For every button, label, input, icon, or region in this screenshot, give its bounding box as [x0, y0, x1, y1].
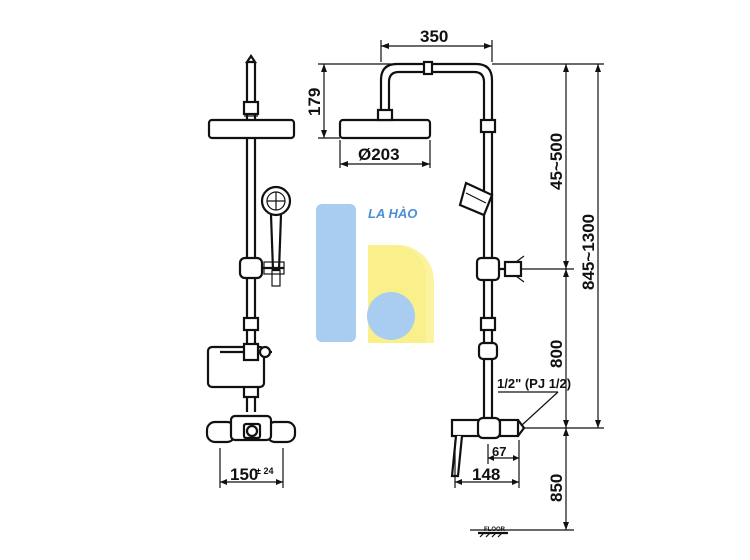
dim-845-1300: 845~1300 — [579, 214, 598, 290]
dim-148: 148 — [472, 465, 500, 484]
mixer-side — [205, 414, 297, 444]
mixer-front — [450, 416, 526, 478]
dim-350: 350 — [420, 27, 448, 46]
thread-spec: 1/2" (PJ 1/2) — [497, 376, 571, 391]
dim-800: 800 — [547, 340, 566, 368]
handshower-front — [458, 181, 494, 217]
front-view: 148 67 1/2" (PJ 1/2) — [338, 60, 571, 488]
rain-head-side — [207, 118, 296, 140]
floor-marker: FLOOR — [478, 527, 508, 538]
floor-label: FLOOR — [484, 527, 506, 533]
dim-67: 67 — [492, 444, 506, 459]
dim-179: 179 — [305, 88, 324, 116]
handshower-side — [260, 185, 292, 287]
dim-203: Ø203 — [358, 145, 400, 164]
logo-blue-bar — [316, 204, 356, 342]
la-hao-logo: LA HÀO — [316, 204, 434, 343]
logo-text: LA HÀO — [368, 206, 417, 221]
dim-850: 850 — [547, 474, 566, 502]
dim-150: 150 — [230, 465, 258, 484]
rain-head-front — [338, 118, 432, 140]
side-view: 150 ± 24 — [205, 54, 297, 488]
logo-blue-circle — [367, 292, 415, 340]
dim-45-500: 45~500 — [547, 133, 566, 190]
dim-150-tolerance: ± 24 — [256, 466, 273, 476]
dimension-lines: 350 179 Ø203 45~500 800 845~1300 8 — [305, 27, 604, 538]
